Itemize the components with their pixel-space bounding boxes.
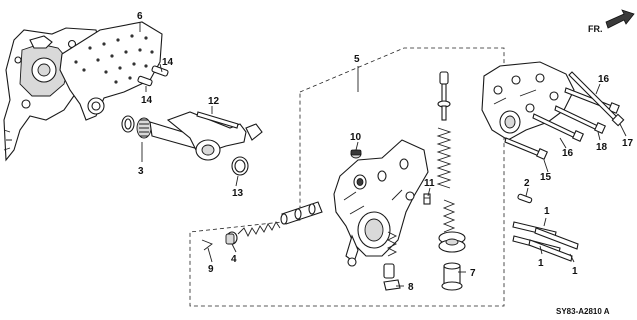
regulator-valve-spool: [280, 201, 323, 225]
roller-1-d: [528, 239, 573, 262]
diagram-code: SY83-A2810 A: [556, 307, 610, 316]
roller-1-c: [534, 227, 579, 250]
callout-17: 17: [622, 138, 634, 149]
callout-1-lower-left: 1: [538, 258, 544, 269]
separator-plate: [59, 21, 163, 121]
callout-16-lower: 16: [562, 148, 574, 159]
spring-retainer: [438, 231, 466, 253]
relief-spring-upper: [436, 127, 452, 189]
callout-12: 12: [208, 96, 220, 107]
stop-plate: [383, 279, 401, 291]
callout-8: 8: [408, 282, 414, 293]
regulator-valve-body: [333, 139, 429, 267]
assembly-boundary: [189, 47, 505, 307]
callout-11: 11: [424, 178, 435, 189]
bolt-18: [554, 105, 607, 135]
stator-shaft-assembly: [136, 111, 263, 161]
callout-2: 2: [524, 178, 530, 189]
spring-pin-clip: [201, 239, 213, 251]
callout-14-upper: 14: [162, 57, 174, 68]
callout-1-lower-right: 1: [572, 266, 578, 277]
callout-18: 18: [596, 142, 608, 153]
bolt-15: [504, 137, 549, 161]
bolt-11: [423, 193, 431, 205]
main-valve-body: [481, 61, 575, 141]
snap-ring: [121, 115, 135, 133]
front-direction-arrow: FR.: [588, 9, 635, 34]
callout-4: 4: [231, 254, 237, 265]
bolt-16-lower: [532, 113, 585, 143]
relief-spring-lower: [442, 199, 456, 233]
bolt-17: [568, 71, 625, 127]
callout-9: 9: [208, 264, 214, 275]
o-ring: [231, 156, 249, 176]
pin-2: [517, 193, 533, 204]
callout-3: 3: [138, 166, 144, 177]
callout-6: 6: [137, 11, 143, 22]
small-spring: [386, 231, 398, 257]
callout-7: 7: [470, 268, 476, 279]
relief-valve-sleeve: [441, 262, 463, 291]
callout-15: 15: [540, 172, 552, 183]
direction-label: FR.: [588, 24, 603, 34]
check-ball: [383, 263, 395, 279]
relief-valve-stem: [437, 71, 451, 121]
callout-14-lower: 14: [141, 95, 153, 106]
callout-1-upper: 1: [544, 206, 550, 217]
regulator-spring: [237, 221, 281, 238]
callout-5: 5: [354, 54, 360, 65]
plug-10: [350, 149, 362, 159]
leader-lines: [139, 22, 627, 287]
shaft-pin: [196, 111, 239, 129]
callout-13: 13: [232, 188, 244, 199]
dowel-pin-14-lower: [137, 75, 153, 87]
callout-16-upper: 16: [598, 74, 610, 85]
callout-10: 10: [350, 132, 362, 143]
stator-reaction-spring-seat: [225, 231, 238, 245]
